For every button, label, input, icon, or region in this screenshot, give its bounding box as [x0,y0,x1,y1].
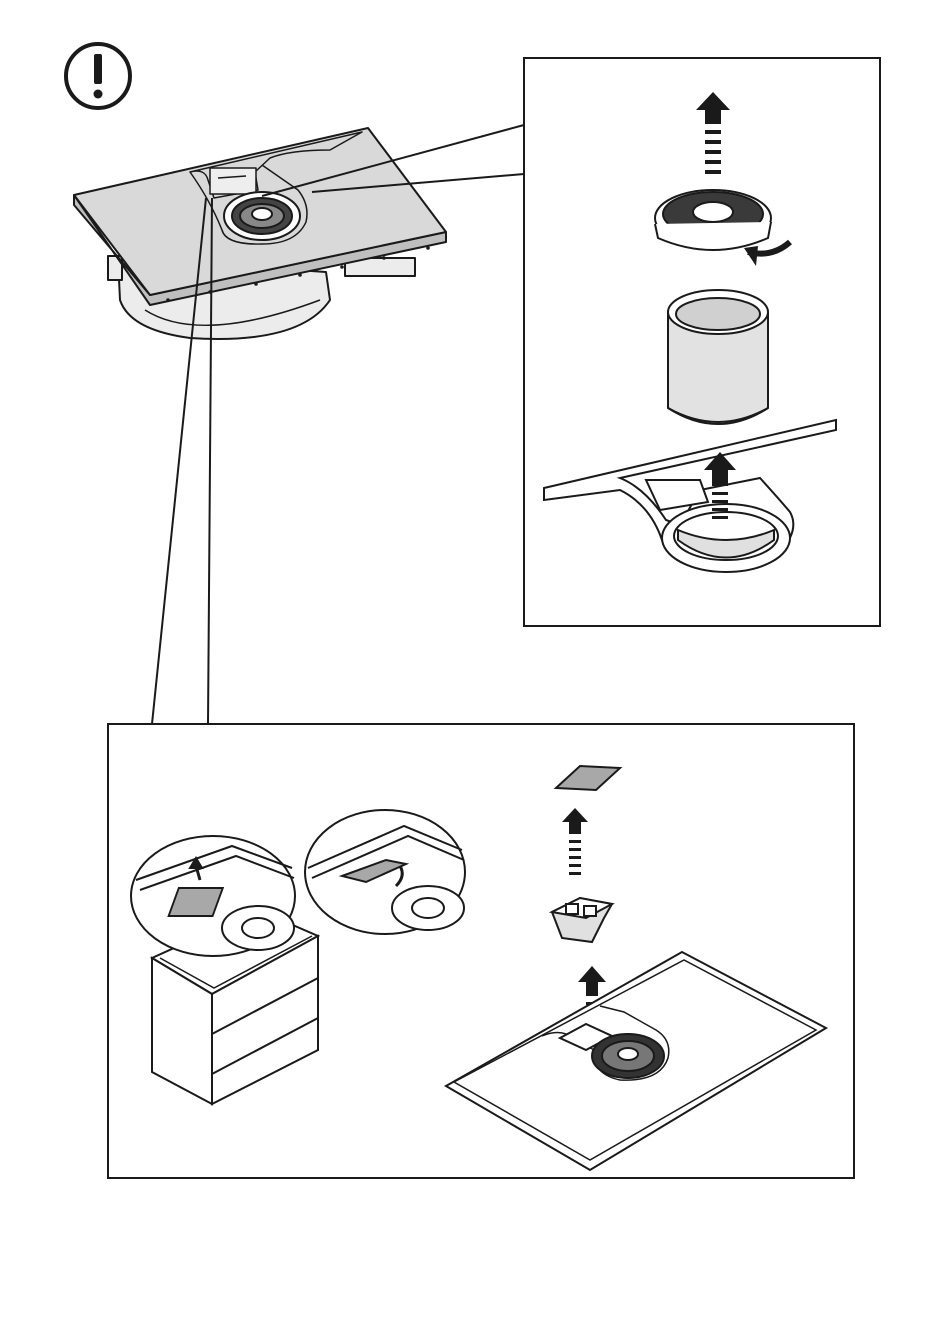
exclamation-circle-icon [66,44,130,108]
grille-disc [655,190,771,250]
detail-panel-cover-filter [108,724,854,1178]
hob-overview [74,128,446,339]
zoom-circle-flap-open [131,836,295,956]
grease-filter-cylinder [668,290,768,424]
zoom-circle-flap-lift [305,810,465,934]
detail-panel-filter-removal [524,58,880,626]
